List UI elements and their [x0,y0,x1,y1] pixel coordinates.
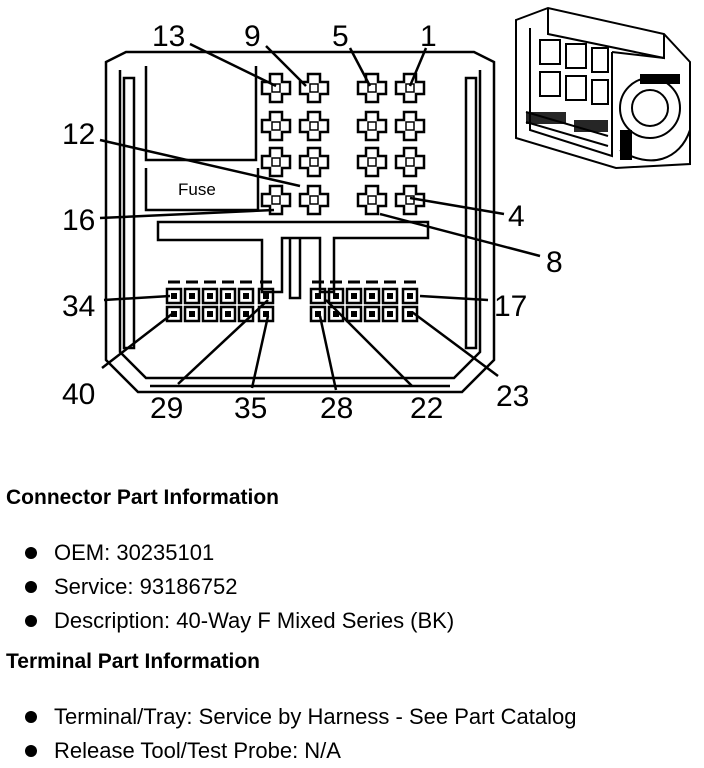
large-terminal-cavity [356,72,388,104]
pin-label-8: 8 [546,246,563,279]
large-terminal-cavity [394,110,426,142]
large-terminal-cavity [298,184,330,216]
small-terminal-cavities [165,280,419,323]
connector-service: Service: 93186752 [54,574,238,599]
small-terminal-cavity [309,287,327,305]
small-terminal-cavity [381,287,399,305]
pin-label-23: 23 [496,380,529,413]
pin-label-17: 17 [494,290,527,323]
pin-label-22: 22 [410,392,443,425]
large-terminal-cavity [298,146,330,178]
pin-label-1: 1 [420,20,437,53]
connector-3d-view-fill [526,74,680,160]
leader-lines [99,42,541,391]
terminal-info-title: Terminal Part Information [6,650,260,673]
small-terminal-cavity [345,287,363,305]
release-tool: Release Tool/Test Probe: N/A [54,738,341,763]
pin-number-labels: 13 9 5 1 12 16 4 8 34 17 40 23 29 35 28 … [62,20,563,425]
bullet-icon [25,711,37,723]
small-terminal-cavity [345,305,363,323]
large-terminal-cavity [394,146,426,178]
terminal-tray: Terminal/Tray: Service by Harness - See … [54,704,577,729]
list-item: Description: 40-Way F Mixed Series (BK) [0,604,454,638]
connector-3d-view [515,6,691,170]
small-terminal-cavity [401,287,419,305]
connector-oem: OEM: 30235101 [54,540,215,565]
bullet-icon [25,547,37,559]
small-terminal-cavity [183,305,201,323]
pin-label-5: 5 [332,20,349,53]
bullet-icon [25,615,37,627]
pin-label-40: 40 [62,378,95,411]
large-terminal-cavity [260,72,292,104]
small-terminal-cavity [237,287,255,305]
pin-label-34: 34 [62,290,95,323]
large-terminal-cavity [260,110,292,142]
small-terminal-cavity [165,305,183,323]
pin-label-12: 12 [62,118,95,151]
list-item: Service: 93186752 [0,570,454,604]
latch-channel [156,220,430,300]
list-item: Release Tool/Test Probe: N/A [0,734,577,768]
small-terminal-cavity [257,305,275,323]
list-item: Terminal/Tray: Service by Harness - See … [0,700,577,734]
small-terminal-cavity [327,305,345,323]
large-terminal-cavity [298,72,330,104]
pin-label-35: 35 [234,392,267,425]
pin-label-16: 16 [62,204,95,237]
large-terminal-cavities [260,72,426,216]
pin-label-28: 28 [320,392,353,425]
small-terminal-cavity [327,287,345,305]
large-terminal-cavity [356,184,388,216]
small-terminal-cavity [309,305,327,323]
small-terminal-cavity [381,305,399,323]
connector-description: Description: 40-Way F Mixed Series (BK) [54,608,455,633]
connector-info-title: Connector Part Information [6,486,280,509]
list-item: OEM: 30235101 [0,536,454,570]
small-terminal-cavity [219,287,237,305]
large-terminal-cavity [356,146,388,178]
large-terminal-cavity [394,184,426,216]
pin-label-4: 4 [508,200,525,233]
connector-diagram: Fuse 13 9 5 1 12 16 4 8 34 17 40 23 29 [62,6,691,425]
small-terminal-cavity [363,305,381,323]
small-terminal-cavity [401,305,419,323]
connector-housing [104,50,496,394]
small-terminal-cavity [201,305,219,323]
large-terminal-cavity [260,184,292,216]
bullet-icon [25,581,37,593]
small-terminal-cavity [183,287,201,305]
fuse-label: Fuse [178,180,216,199]
terminal-info-list: Terminal/Tray: Service by Harness - See … [0,700,577,768]
small-terminal-cavity [201,287,219,305]
large-terminal-cavity [394,72,426,104]
large-terminal-cavity [298,110,330,142]
pin-label-29: 29 [150,392,183,425]
small-terminal-cavity [219,305,237,323]
large-terminal-cavity [356,110,388,142]
bullet-icon [25,745,37,757]
connector-info-list: OEM: 30235101 Service: 93186752 Descript… [0,536,454,638]
pin-label-13: 13 [152,20,185,53]
pin-label-9: 9 [244,20,261,53]
large-terminal-cavity [260,146,292,178]
small-terminal-cavity [363,287,381,305]
